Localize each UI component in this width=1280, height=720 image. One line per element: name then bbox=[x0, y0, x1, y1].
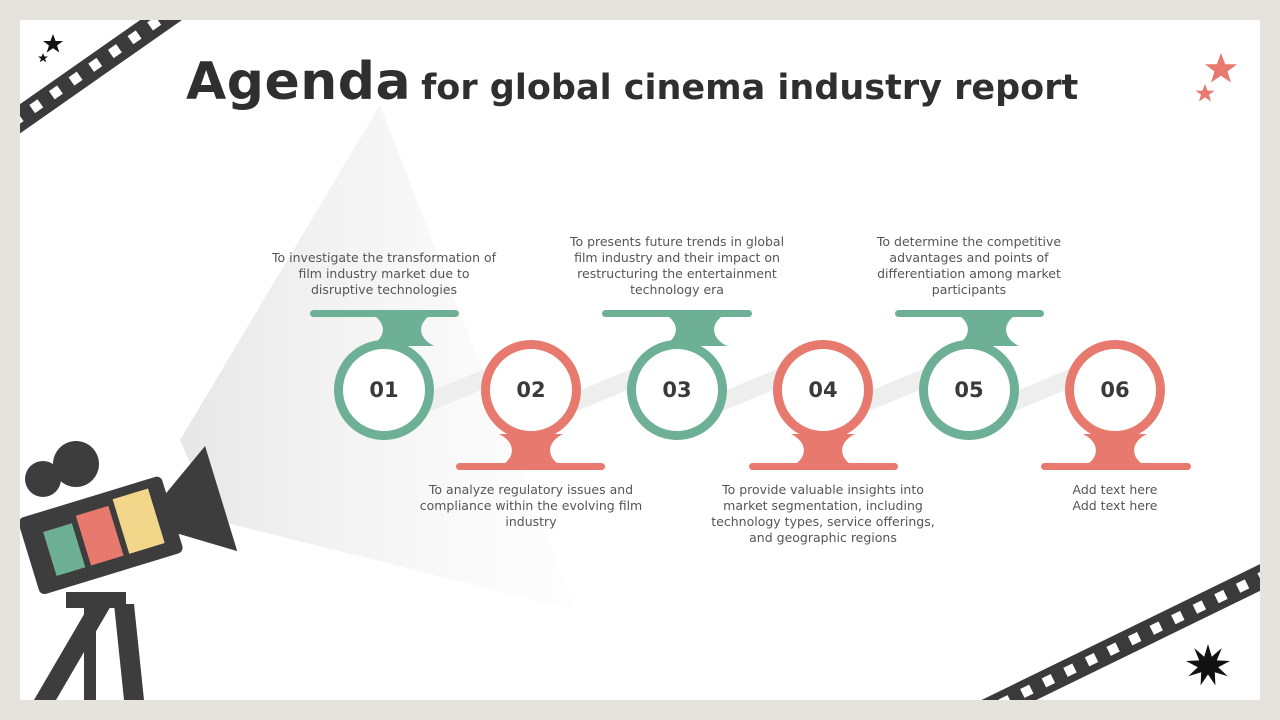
star-icon bbox=[43, 34, 63, 53]
step-number: 01 bbox=[369, 378, 399, 402]
step-description-06: Add text here Add text here bbox=[1072, 482, 1158, 513]
step-description-03: To presents future trends in global film… bbox=[569, 234, 785, 297]
step-number: 05 bbox=[954, 378, 984, 402]
step-description-04: To provide valuable insights into market… bbox=[711, 482, 935, 545]
step-number: 03 bbox=[662, 378, 692, 402]
step-number: 04 bbox=[808, 378, 838, 402]
step-description-01: To investigate the transformation of fil… bbox=[271, 250, 497, 297]
step-circle-06: 06 bbox=[1065, 340, 1165, 440]
step-circle-01: 01 bbox=[334, 340, 434, 440]
film-strip-icon bbox=[20, 20, 222, 182]
movie-camera-icon bbox=[20, 441, 238, 700]
step-circle-05: 05 bbox=[919, 340, 1019, 440]
step-number: 06 bbox=[1100, 378, 1130, 402]
step-circle-04: 04 bbox=[773, 340, 873, 440]
title-main: Agenda bbox=[186, 52, 412, 112]
film-strip-icon bbox=[920, 545, 1260, 700]
star-icon bbox=[1205, 53, 1237, 83]
step-connectors bbox=[310, 310, 1191, 470]
step-description-02: To analyze regulatory issues and complia… bbox=[419, 482, 643, 529]
star-icon bbox=[38, 53, 48, 63]
title-sub: for global cinema industry report bbox=[421, 68, 1079, 108]
step-circle-03: 03 bbox=[627, 340, 727, 440]
starburst-icon bbox=[1186, 644, 1230, 686]
step-number: 02 bbox=[516, 378, 546, 402]
step-description-05: To determine the competitive advantages … bbox=[876, 234, 1062, 297]
star-icon bbox=[1195, 84, 1215, 102]
step-circle-02: 02 bbox=[481, 340, 581, 440]
